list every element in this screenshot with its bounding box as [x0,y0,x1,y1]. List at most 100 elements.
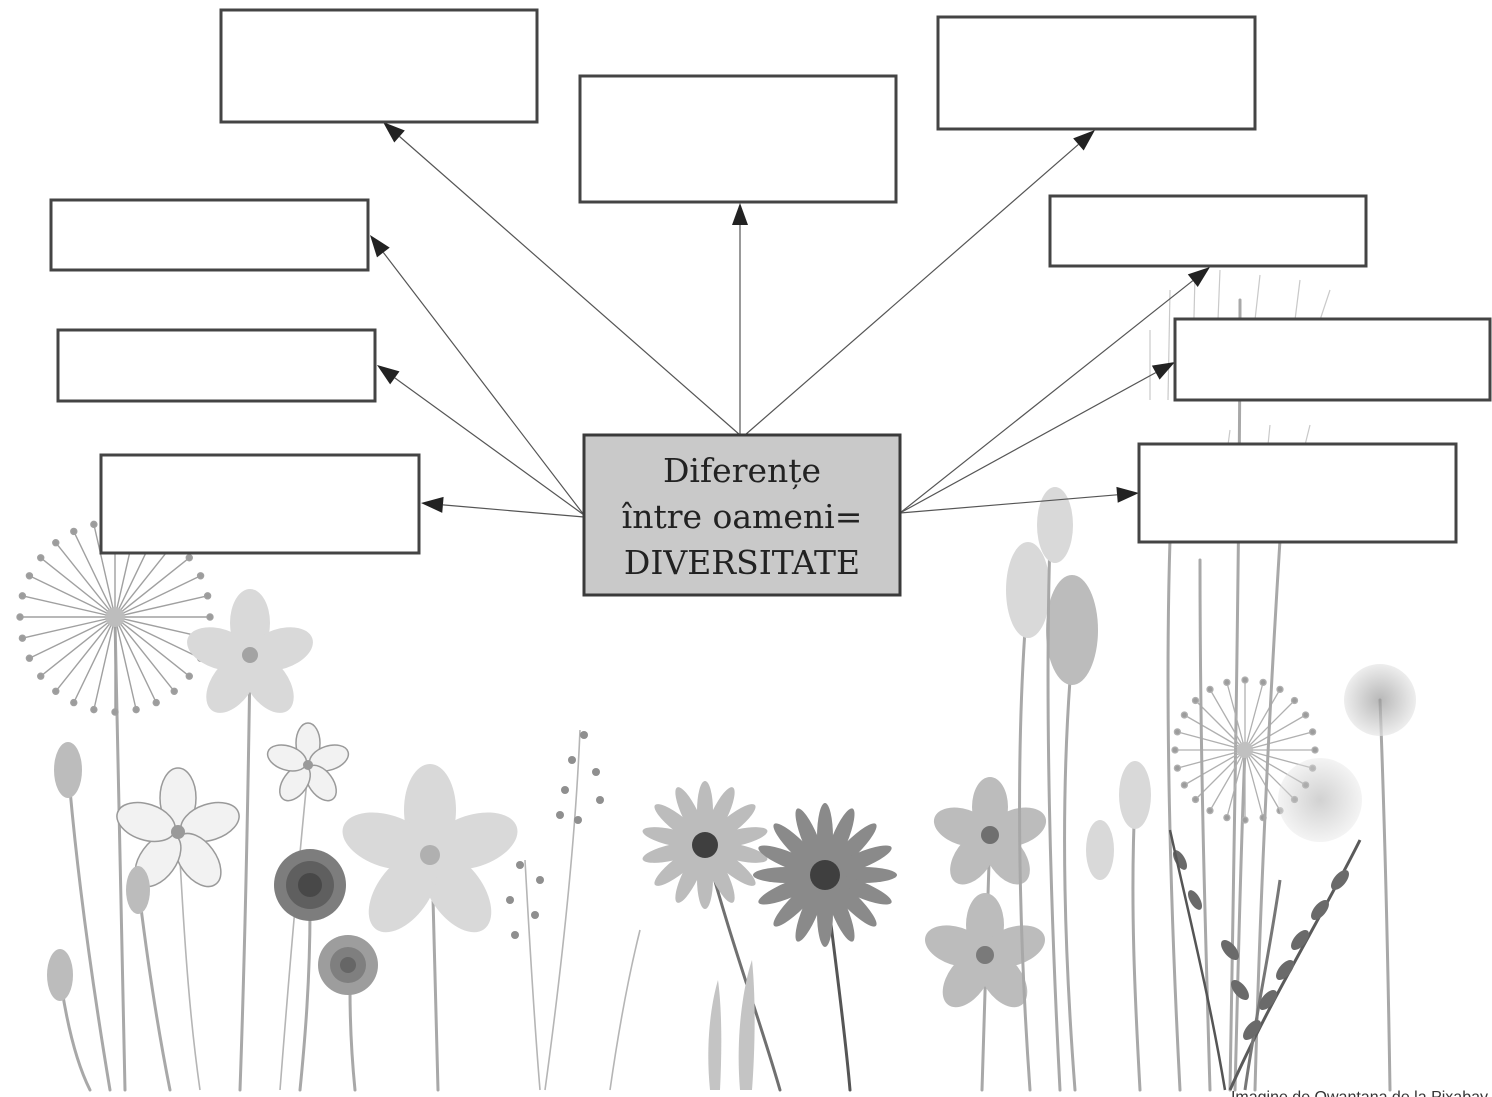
arrow-head-right-3 [1116,486,1139,503]
dandelion-seed [90,520,98,529]
dandelion-spoke [55,542,116,618]
dandelion-seed [1223,813,1231,822]
dandelion-seed [111,708,119,716]
dandelion-spoke [1244,749,1281,811]
dandelion-seed [25,654,34,662]
dandelion-seed [1241,676,1249,684]
daisy-petal [707,846,756,886]
dandelion-spoke [1244,731,1313,751]
daisy-petal [654,846,703,886]
answer-box-left-2[interactable] [56,328,377,403]
answer-box-top-left[interactable] [219,8,539,124]
dandelion-seed [1301,711,1310,719]
arrow-head-left-1 [370,235,390,258]
answer-box-right-2[interactable] [1173,317,1492,402]
daisy-petal [708,842,768,863]
arrow-line-top-left [399,136,741,436]
answer-box-right-3[interactable] [1137,442,1458,544]
dandelion-seed [70,698,78,707]
dandelion-seed [70,527,78,536]
dandelion-seed [132,705,140,714]
dandelion-spoke [55,616,116,692]
dandelion-spoke [114,616,137,710]
dandelion-spoke [114,616,175,692]
dandelion-spoke [29,575,116,618]
daisy-petal [795,808,826,872]
dandelion-seed [206,613,214,621]
daisy-petal [707,804,756,844]
arrow-head-top-right [1073,130,1095,151]
arrow-head-right-1 [1187,267,1210,287]
dandelion-spoke [22,595,116,618]
dandelion-seed [203,592,212,600]
dandelion-seed [18,634,27,642]
answer-box-top-right[interactable] [936,15,1257,131]
daisy-petal [758,874,822,905]
dandelion-spoke [1244,749,1264,818]
fern-right-illustration [1168,829,1362,1091]
arrow-head-top-center [732,203,748,225]
dandelion-spoke [93,616,116,710]
daisy-petal [824,808,855,872]
dandelion-spoke [22,616,116,639]
dandelion-spoke [1209,749,1246,811]
arrow-head-left-2 [377,365,400,385]
daisy-petal [758,845,822,876]
answer-box-right-1[interactable] [1048,194,1368,268]
arrow-line-right-2 [899,372,1157,514]
dandelion-seed [185,672,193,680]
dandelion-spoke [114,542,175,618]
dandelion-seed [1191,696,1200,705]
large-pale-flower-illustration [342,764,518,1092]
arrow-line-left-2 [394,377,585,516]
arrows [370,122,1210,518]
dandelion-seed [18,592,27,600]
dandelion-seed [1173,728,1182,736]
dandelion-spoke [1177,749,1246,769]
daisy-flowers-illustration [642,781,897,1092]
dandelion-spoke [114,557,190,618]
arrow-head-right-2 [1151,362,1175,380]
berry-sprigs-illustration [506,729,604,1091]
dandelion-spoke [1177,731,1246,751]
arrow-head-left-3 [421,496,444,513]
dandelion-spoke [1184,714,1246,751]
daisy-petal [654,804,703,844]
dandelion-seed [185,554,193,562]
dandelion-seed [1259,678,1267,687]
center-line-2: între oameni= [622,497,863,536]
answer-box-left-3[interactable] [99,453,421,555]
dandelion-spoke [73,531,116,618]
daisy-petal [704,787,735,842]
dandelion-seed [1223,678,1231,687]
answer-box-top-center[interactable] [578,74,898,204]
buds-left-illustration [47,742,172,1092]
daisy-petal [827,877,877,927]
flower-left-illustration [187,589,313,1092]
dandelion-seed [1308,728,1317,736]
daisy-petal [773,823,823,873]
dandelion-seed [1206,685,1214,694]
dandelion-spoke [1244,689,1281,751]
dandelion-seed [1206,806,1214,815]
answer-box-left-1[interactable] [49,198,370,272]
daisy-petal [827,823,877,873]
daisy-petal [824,878,855,942]
dandelion-spoke [114,575,201,618]
daisy-petal [795,878,826,942]
dandelion-seed [1241,816,1249,824]
dandelion-seed [1173,764,1182,772]
dandelion-seed [1180,781,1189,789]
dandelion-spoke [40,557,116,618]
dandelion-seed [16,613,24,621]
dandelion-spoke [40,616,116,677]
dandelion-spoke [1244,682,1264,751]
arrow-line-right-1 [899,280,1194,514]
dandelion-seed [196,572,205,580]
dandelion-seed [1191,795,1200,804]
dandelion-spoke [1209,689,1246,751]
daisy-petal [704,848,735,903]
tulips-right-illustration [1006,487,1151,1092]
daisy-petal [828,874,892,905]
